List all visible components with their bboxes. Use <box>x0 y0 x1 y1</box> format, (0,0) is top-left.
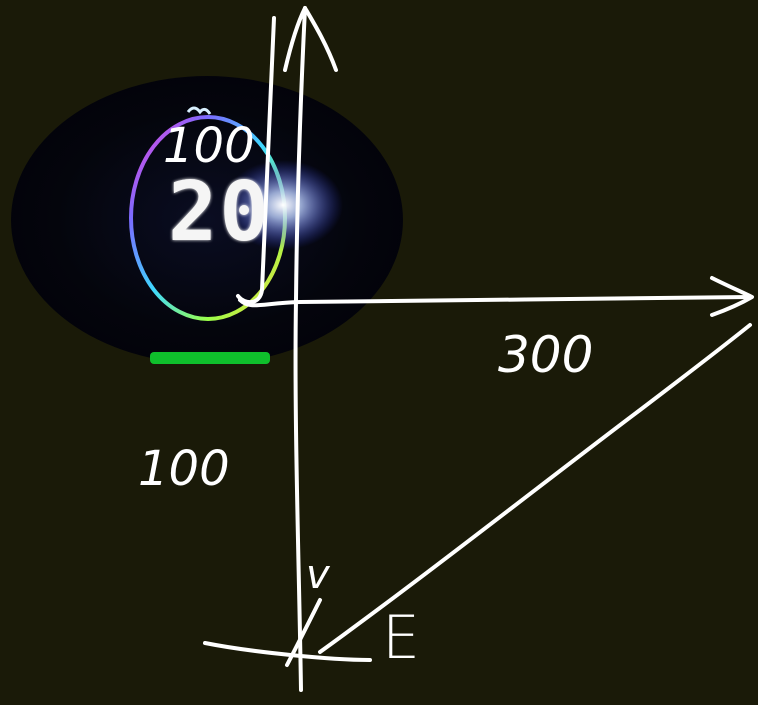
label-top-left: 100 <box>163 118 255 174</box>
base-tick <box>285 598 322 667</box>
label-vertex: E <box>382 603 420 673</box>
hypotenuse-line <box>318 323 752 654</box>
timer-sparkle <box>186 106 212 115</box>
label-hypotenuse: 300 <box>498 326 594 384</box>
horizontal-axis-arrow <box>238 276 754 317</box>
label-left-side: 100 <box>138 441 230 497</box>
vertical-bracket <box>236 16 276 305</box>
base-line <box>203 641 372 662</box>
timer-base-bar <box>150 352 270 364</box>
timer-counter: 20 <box>168 165 271 260</box>
timer-overlay <box>11 76 403 364</box>
timer-glow <box>223 160 343 250</box>
label-angle: v <box>306 552 330 598</box>
timer-background <box>11 76 403 364</box>
